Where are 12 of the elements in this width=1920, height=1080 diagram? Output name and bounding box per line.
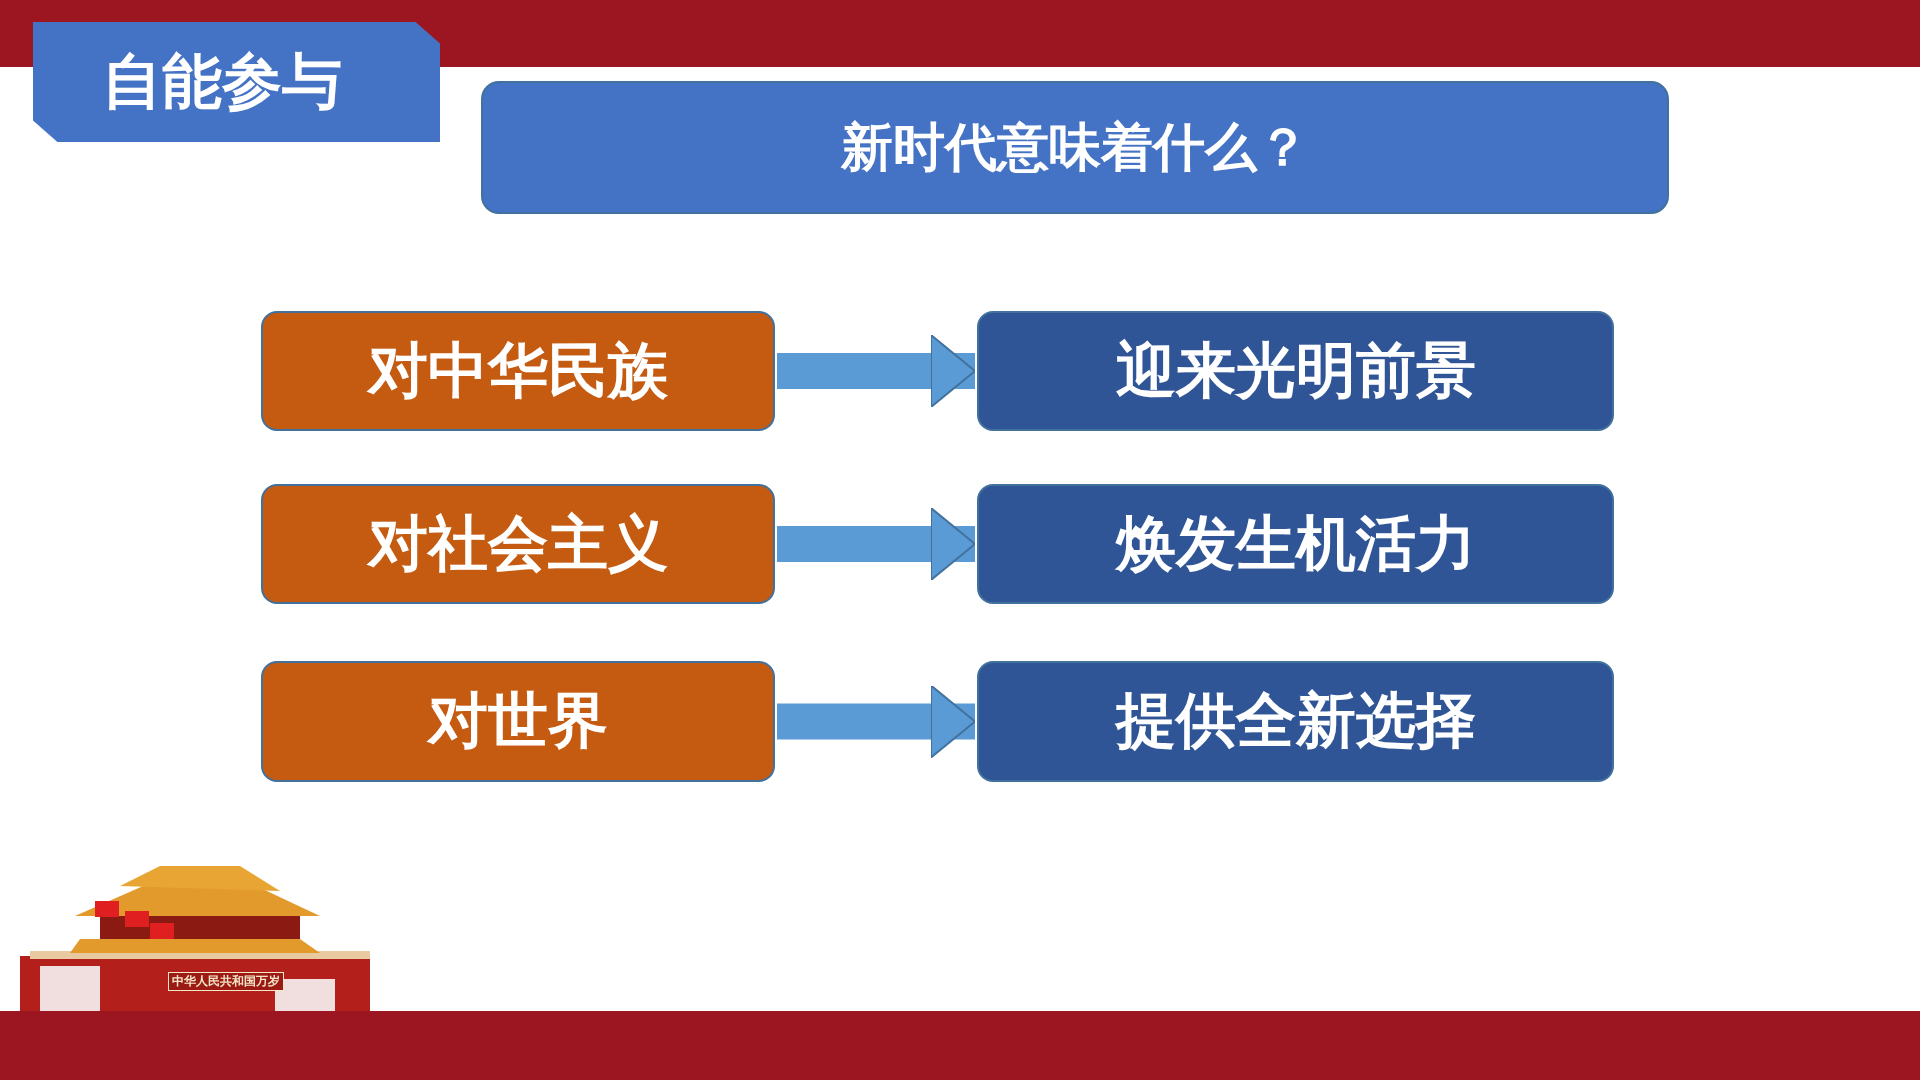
result-box: 提供全新选择 [977,661,1614,782]
block-arrow [777,684,976,759]
block-arrow [777,334,976,408]
result-box: 焕发生机活力 [977,484,1614,604]
banner-text: 中华人民共和国万岁 [168,972,284,991]
result-box: 迎来光明前景 [977,311,1614,431]
subject-box: 对社会主义 [261,484,775,604]
question-box: 新时代意味着什么？ [481,81,1669,214]
heading-tab: 自能参与 [33,22,440,142]
subject-box: 对世界 [261,661,775,782]
block-arrow [777,507,976,581]
subject-box: 对中华民族 [261,311,775,431]
